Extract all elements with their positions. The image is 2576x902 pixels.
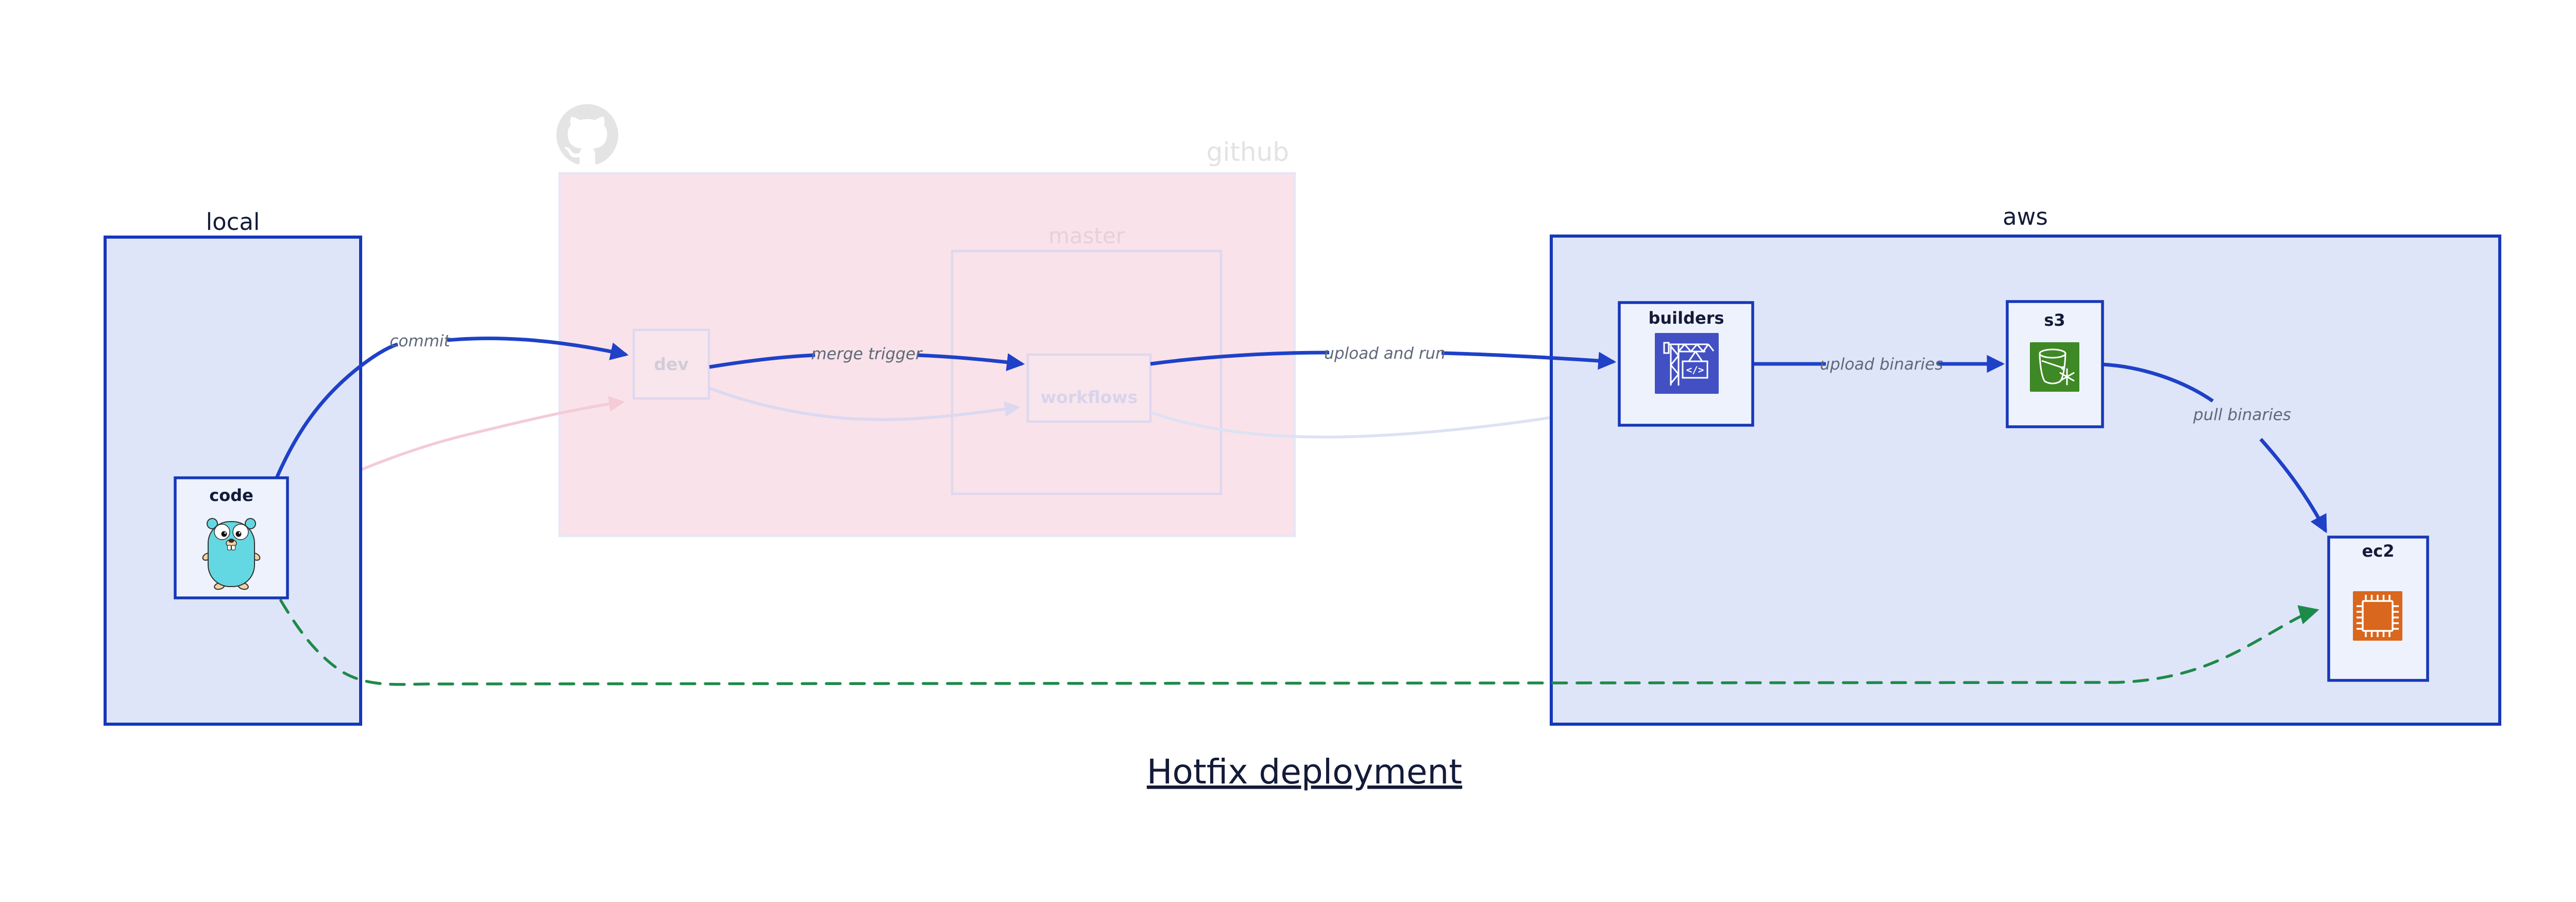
s3-glacier-bucket-icon <box>2030 342 2079 392</box>
faded-edge-dev-to-workflows <box>709 387 1021 421</box>
edge-merge-trigger-b <box>917 353 1025 372</box>
edge-upload-and-run-a <box>1150 350 1330 366</box>
s3-node-label: s3 <box>2044 310 2065 330</box>
node-builders: builders </> <box>1618 301 1754 427</box>
region-local: local <box>104 208 362 726</box>
dev-node-box <box>632 328 710 400</box>
edge-commit-label: commit <box>389 332 451 350</box>
ec2-chip-icon <box>2353 591 2402 641</box>
node-ec2: ec2 <box>2327 536 2429 682</box>
diagram-title: Hotfix deployment <box>1147 752 1462 792</box>
region-master: master <box>951 223 1223 495</box>
node-s3: s3 <box>2006 300 2104 428</box>
edge-pull-binaries-b <box>2259 438 2328 533</box>
builders-node-label: builders <box>1648 308 1724 328</box>
edge-hotfix-direct <box>279 599 2319 686</box>
github-region-label: github <box>1207 137 1289 167</box>
master-region-box <box>951 249 1223 495</box>
github-octocat-logo-icon <box>556 104 618 165</box>
codebuild-crane-icon: </> <box>1655 333 1719 394</box>
node-workflows: workflows <box>1026 353 1152 423</box>
edge-upload-and-run-b <box>1441 351 1617 370</box>
hotfix-edges: commit merge trigger upload and run uplo… <box>275 332 2328 686</box>
master-region-label: master <box>1048 223 1125 248</box>
edge-commit-a <box>275 342 399 479</box>
edge-merge-trigger-a <box>709 353 816 369</box>
edge-commit-b <box>447 337 629 360</box>
node-code: code <box>174 476 289 599</box>
ec2-node-label: ec2 <box>2362 541 2395 561</box>
dev-node-label: dev <box>654 354 689 374</box>
region-github: github master dev workflows <box>556 104 1296 537</box>
edge-upload-binaries-label: upload binaries <box>1820 355 1943 374</box>
edge-merge-trigger-label: merge trigger <box>811 345 923 363</box>
node-dev: dev <box>632 328 710 400</box>
go-gopher-icon <box>202 518 261 590</box>
code-node-label: code <box>209 486 253 505</box>
edge-upload-and-run-label: upload and run <box>1324 344 1446 363</box>
local-region-label: local <box>206 208 260 236</box>
codebuild-icon-glyph: </> <box>1686 364 1704 376</box>
faded-edge-workflows-to-builders <box>1150 403 1610 439</box>
edge-pull-binaries-label: pull binaries <box>2193 406 2291 424</box>
edge-pull-binaries-a <box>2102 362 2214 403</box>
workflows-node-box <box>1026 353 1152 423</box>
aws-region-label: aws <box>2003 203 2048 230</box>
workflows-node-label: workflows <box>1041 387 1138 407</box>
